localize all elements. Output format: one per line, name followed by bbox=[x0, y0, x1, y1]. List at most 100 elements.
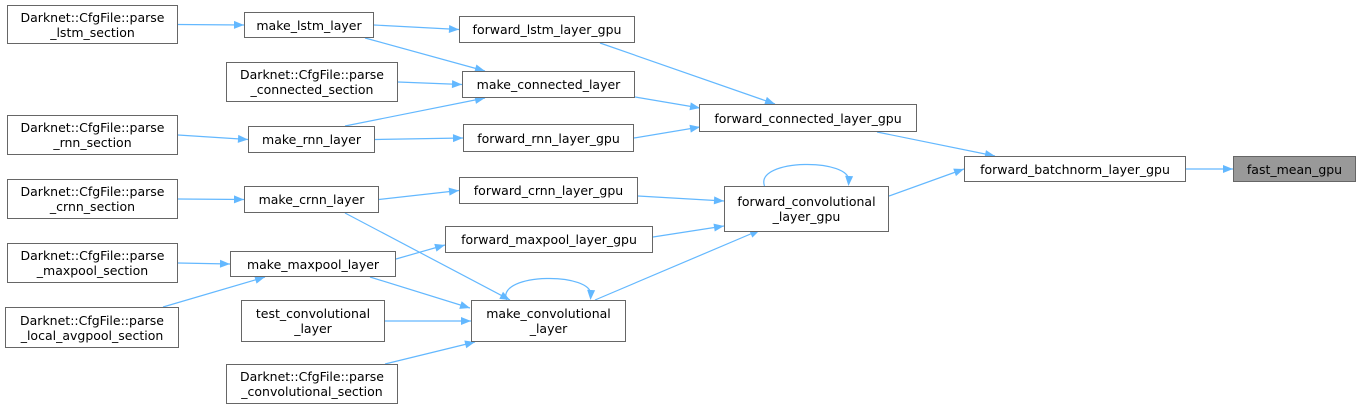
graph-node-make-rnn[interactable]: make_rnn_layer bbox=[248, 126, 375, 153]
graph-node-test-conv[interactable]: test_convolutional_layer bbox=[241, 300, 385, 342]
node-label-line: Darknet::CfgFile::parse bbox=[20, 248, 165, 263]
graph-node-p-lstm[interactable]: Darknet::CfgFile::parse_lstm_section bbox=[7, 5, 178, 44]
node-label-line: Darknet::CfgFile::parse bbox=[20, 312, 164, 328]
node-label-line: make_rnn_layer bbox=[262, 132, 361, 147]
node-label-line: Darknet::CfgFile::parse bbox=[240, 67, 384, 82]
node-label-line: _layer_gpu bbox=[772, 209, 841, 224]
node-label-line: _maxpool_section bbox=[36, 263, 149, 278]
arrowhead-icon bbox=[689, 124, 700, 133]
arrowhead-icon bbox=[713, 196, 724, 205]
arrowhead-icon bbox=[237, 134, 248, 143]
graph-node-fwd-conv[interactable]: forward_convolutional_layer_gpu bbox=[724, 186, 889, 232]
node-label-line: Darknet::CfgFile::parse bbox=[20, 184, 165, 199]
graph-node-make-max[interactable]: make_maxpool_layer bbox=[230, 251, 396, 277]
edge-p_crnn-to-make_crnn bbox=[177, 195, 245, 204]
arrowhead-icon bbox=[459, 301, 470, 309]
edge-test_conv-to-make_conv bbox=[385, 317, 471, 325]
node-label-line: forward_maxpool_layer_gpu bbox=[461, 232, 637, 247]
node-label-line: forward_lstm_layer_gpu bbox=[472, 22, 622, 37]
node-label-line: _crnn_section bbox=[49, 199, 136, 214]
graph-node-fwd-bn[interactable]: forward_batchnorm_layer_gpu bbox=[964, 156, 1186, 182]
node-label-line: make_convolutional bbox=[486, 306, 611, 321]
arrowhead-icon bbox=[713, 223, 724, 232]
node-label-line: forward_rnn_layer_gpu bbox=[477, 130, 620, 146]
arrowhead-icon bbox=[464, 340, 475, 349]
edge-p_rnn-to-make_rnn bbox=[177, 134, 249, 143]
edge-fwd_crnn-to-fwd_conv bbox=[637, 195, 725, 205]
edge-make_crnn-to-make_conv bbox=[344, 212, 511, 301]
arrowhead-icon bbox=[474, 64, 485, 73]
graph-node-p-crnn[interactable]: Darknet::CfgFile::parse_crnn_section bbox=[7, 179, 178, 219]
edge-make_lstm-to-fwd_lstm bbox=[373, 24, 460, 33]
graph-node-fast-mean: fast_mean_gpu bbox=[1233, 156, 1356, 182]
edge-make_max-to-fwd_max bbox=[395, 243, 446, 260]
node-label-line: _lstm_section bbox=[50, 24, 135, 40]
arrowhead-icon bbox=[587, 289, 596, 300]
arrowhead-icon bbox=[448, 187, 459, 196]
graph-node-make-crnn[interactable]: make_crnn_layer bbox=[244, 186, 379, 213]
arrowhead-icon bbox=[233, 20, 244, 29]
arrowhead-icon bbox=[233, 195, 244, 204]
node-label-line: Darknet::CfgFile::parse bbox=[20, 9, 165, 25]
graph-node-p-conv[interactable]: Darknet::CfgFile::parse_convolutional_se… bbox=[226, 364, 398, 404]
edge-make_crnn-to-fwd_crnn bbox=[378, 187, 460, 201]
arrowhead-icon bbox=[689, 102, 700, 111]
edge-fwd_max-to-fwd_conv bbox=[652, 223, 725, 238]
node-label-line: _connected_section bbox=[250, 82, 374, 97]
graph-node-p-conn[interactable]: Darknet::CfgFile::parse_connected_sectio… bbox=[226, 62, 398, 102]
graph-node-fwd-max[interactable]: forward_maxpool_layer_gpu bbox=[445, 226, 653, 253]
edge-p_lstm-to-make_lstm bbox=[177, 20, 245, 29]
node-label-line: _layer bbox=[529, 321, 568, 336]
graph-node-make-conv[interactable]: make_convolutional_layer bbox=[471, 300, 626, 342]
graph-node-fwd-lstm[interactable]: forward_lstm_layer_gpu bbox=[459, 16, 635, 43]
edge-fwd_rnn-to-fwd_conn bbox=[633, 124, 701, 139]
arrowhead-icon bbox=[219, 259, 230, 268]
edge-fwd_conn-to-fwd_bn bbox=[876, 131, 996, 158]
node-label-line: forward_connected_layer_gpu bbox=[714, 110, 902, 126]
graph-node-p-max[interactable]: Darknet::CfgFile::parse_maxpool_section bbox=[7, 243, 178, 283]
arrowhead-icon bbox=[452, 134, 463, 143]
arrowhead-icon bbox=[764, 96, 775, 105]
node-label-line: _rnn_section bbox=[53, 135, 132, 150]
graph-node-p-rnn[interactable]: Darknet::CfgFile::parse_rnn_section bbox=[7, 115, 178, 155]
arrowhead-icon bbox=[448, 24, 459, 33]
arrowhead-icon bbox=[254, 275, 265, 284]
edge-fwd_lstm-to-fwd_conn bbox=[599, 42, 776, 105]
edge-p_avg-to-make_max bbox=[162, 275, 266, 308]
graph-node-p-avg[interactable]: Darknet::CfgFile::parse_local_avgpool_se… bbox=[5, 307, 179, 348]
node-label-line: make_crnn_layer bbox=[258, 192, 365, 207]
graph-node-make-lstm[interactable]: make_lstm_layer bbox=[244, 12, 374, 38]
graph-node-fwd-rnn[interactable]: forward_rnn_layer_gpu bbox=[463, 124, 634, 152]
arrowhead-icon bbox=[845, 175, 854, 186]
graph-node-fwd-conn[interactable]: forward_connected_layer_gpu bbox=[699, 104, 917, 132]
node-label-line: _layer bbox=[294, 321, 332, 336]
node-label-line: test_convolutional bbox=[255, 306, 371, 321]
node-label-line: _convolutional_section bbox=[241, 384, 383, 399]
graph-node-fwd-crnn[interactable]: forward_crnn_layer_gpu bbox=[459, 177, 638, 204]
arrowhead-icon bbox=[461, 317, 471, 325]
node-label-line: _local_avgpool_section bbox=[20, 327, 164, 343]
arrowhead-icon bbox=[984, 150, 995, 158]
edge-p_conn-to-make_conn bbox=[397, 80, 463, 89]
arrowhead-icon bbox=[434, 243, 445, 252]
edge-fwd_bn-to-fast_mean bbox=[1186, 165, 1233, 173]
node-label-line: make_lstm_layer bbox=[256, 17, 362, 33]
node-label-line: make_maxpool_layer bbox=[246, 256, 380, 272]
edge-fwd_conv-to-fwd_conv bbox=[763, 163, 854, 187]
graph-node-make-conn[interactable]: make_connected_layer bbox=[462, 71, 635, 98]
node-label-line: Darknet::CfgFile::parse bbox=[240, 369, 384, 384]
node-label-line: make_connected_layer bbox=[476, 77, 621, 92]
arrowhead-icon bbox=[474, 96, 485, 104]
node-label-line: fast_mean_gpu bbox=[1246, 161, 1343, 177]
edge-p_max-to-make_max bbox=[177, 259, 231, 268]
edge-make_conv-to-make_conv bbox=[505, 277, 596, 301]
edge-make_rnn-to-make_conn bbox=[344, 96, 486, 127]
arrowhead-icon bbox=[1223, 165, 1233, 173]
node-label-line: forward_crnn_layer_gpu bbox=[473, 183, 624, 198]
node-label-line: Darknet::CfgFile::parse bbox=[20, 120, 165, 135]
edge-make_lstm-to-make_conn bbox=[364, 37, 486, 73]
edge-p_conv-to-make_conv bbox=[384, 340, 476, 365]
edge-make_conn-to-fwd_conn bbox=[634, 96, 701, 111]
